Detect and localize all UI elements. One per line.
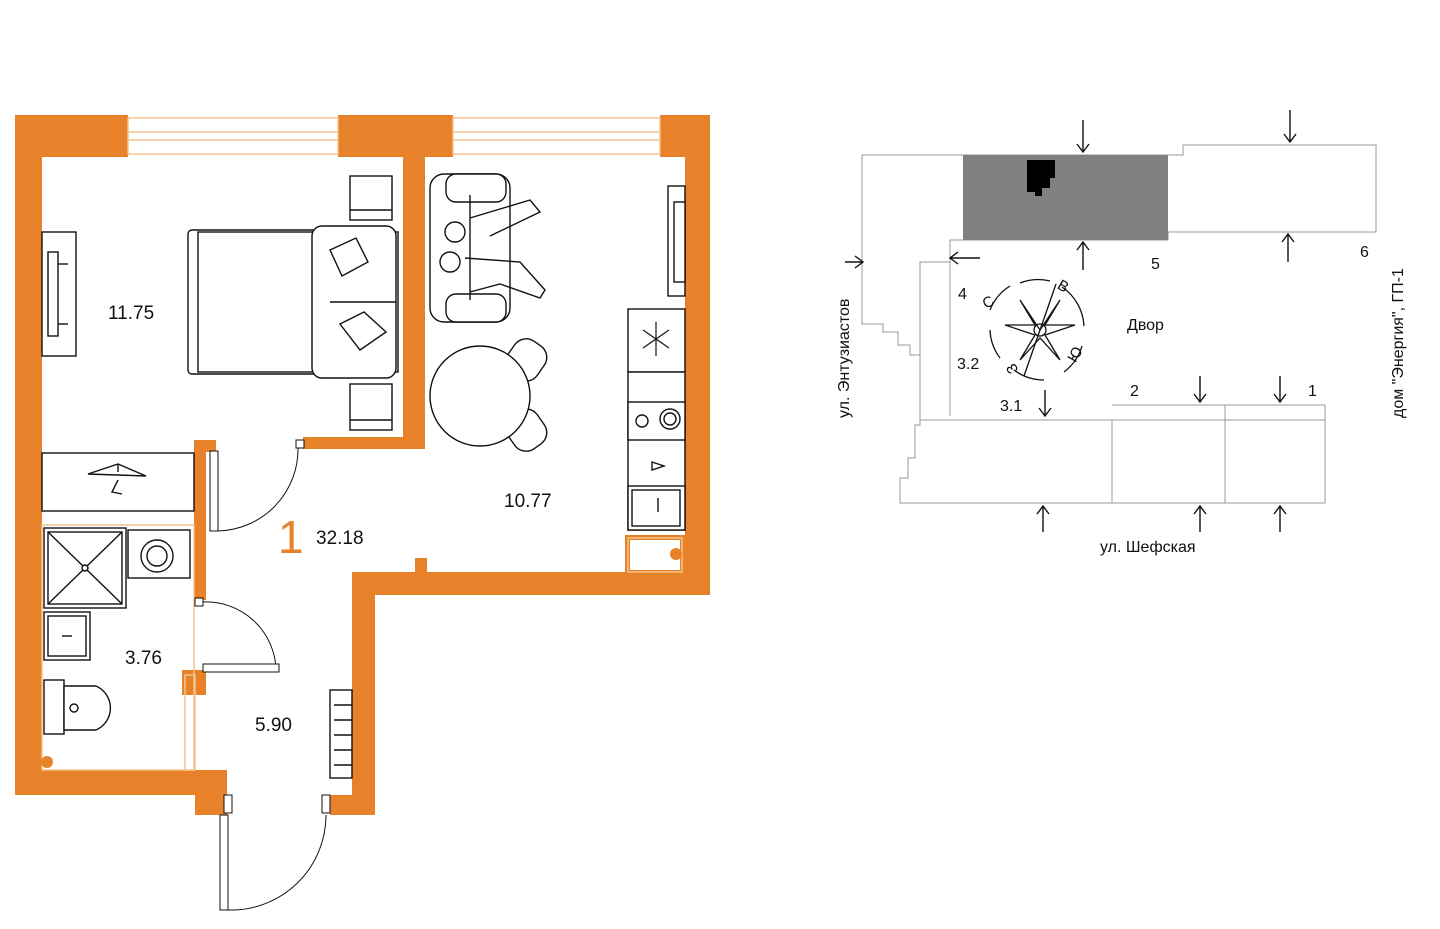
apartment-section-highlight <box>963 155 1168 240</box>
area-living-kitchen: 10.77 <box>504 491 552 512</box>
sink-icon <box>627 485 686 531</box>
area-hall: 5.90 <box>255 715 292 736</box>
section-label-4: 4 <box>958 286 967 303</box>
site-plan <box>845 110 1377 532</box>
nightstand-icon <box>349 175 393 221</box>
radiator-icon <box>329 689 353 779</box>
total-area: 32.18 <box>316 528 364 549</box>
bed-icon <box>187 225 399 379</box>
tv-icon <box>667 185 686 297</box>
tv-icon <box>41 231 77 357</box>
area-bathroom: 3.76 <box>125 648 162 669</box>
fridge-icon <box>627 308 686 373</box>
dining-table-icon <box>429 338 548 452</box>
section-label-2: 2 <box>1130 383 1139 400</box>
sink-icon <box>43 611 91 661</box>
section-label-3-1: 3.1 <box>1000 398 1023 415</box>
area-bedroom: 11.75 <box>108 303 155 324</box>
floor-plan <box>15 115 710 911</box>
shower-icon <box>43 527 127 609</box>
nightstand-icon <box>349 383 393 431</box>
rooms-count: 1 <box>278 511 304 563</box>
section-label-3-2: 3.2 <box>957 356 980 373</box>
wardrobe-icon <box>41 452 195 512</box>
building-outline <box>861 144 1377 504</box>
entrance-arrows <box>845 110 1297 532</box>
apartment-location-marker <box>1027 160 1055 196</box>
section-label-5: 5 <box>1151 256 1160 273</box>
courtyard-label: Двор <box>1127 317 1164 334</box>
drop-icon <box>651 461 667 471</box>
stove-icon <box>627 401 686 441</box>
people-icon <box>439 199 546 299</box>
toilet-icon <box>43 679 112 735</box>
furniture <box>41 173 686 779</box>
building-right-label: дом "Энергия", ГП-1 <box>1390 268 1407 418</box>
section-label-6: 6 <box>1360 244 1369 261</box>
doors <box>194 439 331 911</box>
street-left-label: ул. Энтузиастов <box>836 298 853 418</box>
section-label-1: 1 <box>1308 383 1317 400</box>
riser-icon <box>41 756 53 768</box>
street-bottom-label: ул. Шефская <box>1100 539 1196 556</box>
windows <box>127 117 661 155</box>
washing-machine-icon <box>127 529 191 579</box>
sofa-icon <box>429 173 511 323</box>
compass-icon <box>989 278 1085 381</box>
riser-icon <box>670 548 682 560</box>
